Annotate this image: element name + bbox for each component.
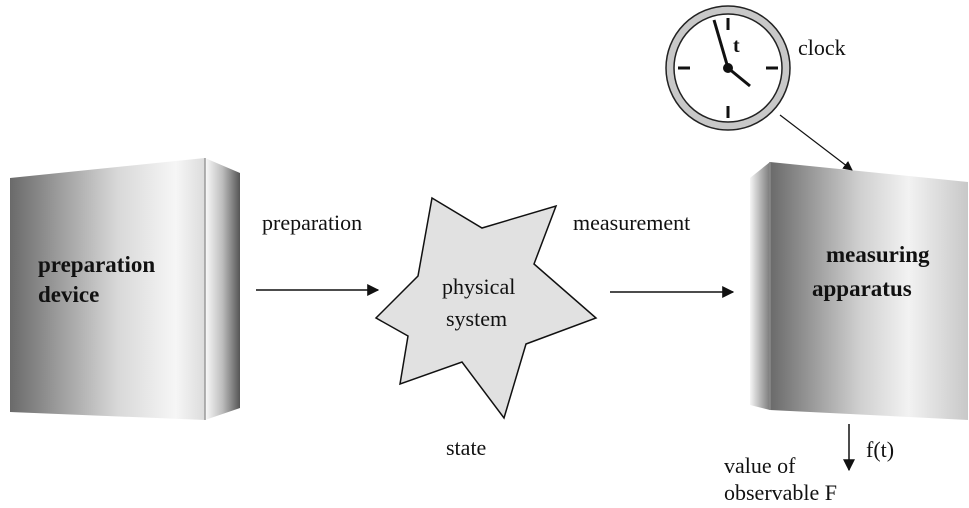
measurement-arrow-group: measurement <box>573 210 735 298</box>
measuring-apparatus-label-line1: measuring <box>826 242 930 267</box>
output-value-label-line2: observable F <box>724 480 837 505</box>
preparation-device-front-face <box>10 158 205 420</box>
clock-label: clock <box>798 35 846 60</box>
output-function-label: f(t) <box>866 437 894 462</box>
physical-system-label-line1: physical <box>442 274 515 299</box>
output-value-label-line1: value of <box>724 453 796 478</box>
physical-system-label-line2: system <box>446 306 507 331</box>
preparation-device-box: preparation device <box>10 158 240 420</box>
preparation-arrow-group: preparation <box>256 210 380 296</box>
clock-time-symbol: t <box>733 35 740 57</box>
measuring-apparatus-label-line2: apparatus <box>812 276 912 301</box>
preparation-label: preparation <box>262 210 362 235</box>
preparation-device-label-line1: preparation <box>38 252 155 277</box>
measuring-apparatus-front-face <box>770 162 968 420</box>
physical-system-shape <box>374 196 598 420</box>
measuring-apparatus-box: measuring apparatus <box>750 162 968 420</box>
clock-icon: t <box>665 5 791 131</box>
preparation-device-side-face <box>205 158 240 420</box>
state-label: state <box>446 435 486 460</box>
measurement-label: measurement <box>573 210 690 235</box>
clock-to-apparatus-arrow <box>779 114 853 171</box>
physical-system-star: physical system <box>374 196 598 420</box>
clock-minute-hand <box>712 19 730 69</box>
measuring-apparatus-left-face <box>750 162 770 410</box>
preparation-device-label-line2: device <box>38 282 99 307</box>
